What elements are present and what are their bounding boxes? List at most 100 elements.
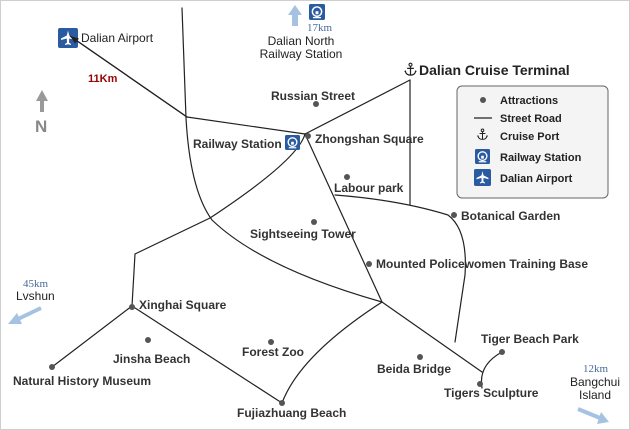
attraction-zhongshan-square[interactable]: Zhongshan Square	[305, 132, 424, 146]
lvshun-label: Lvshun	[16, 289, 55, 303]
attraction-dot	[268, 339, 274, 345]
railway-station-label: Railway Station	[193, 137, 282, 151]
north-station-label-line1: Dalian North	[268, 34, 335, 48]
legend-item-dalian-airport: Dalian Airport	[474, 169, 573, 186]
attraction-dot	[279, 400, 285, 406]
bangchui-island-direction[interactable]: 12km Bangchui Island	[570, 363, 620, 424]
cruise-terminal-label: Dalian Cruise Terminal	[419, 62, 570, 78]
attraction-label: Sightseeing Tower	[250, 227, 356, 241]
railway-station[interactable]: Railway Station	[193, 135, 300, 151]
attraction-labour-park[interactable]: Labour park	[334, 174, 404, 195]
bangchui-label-line1: Bangchui	[570, 375, 620, 389]
railway-station-icon	[475, 149, 490, 164]
attraction-dot	[145, 337, 151, 343]
attraction-dot	[49, 364, 55, 370]
attraction-dot	[129, 304, 135, 310]
bangchui-arrow-icon	[577, 407, 609, 424]
north-station-distance: 17km	[307, 22, 333, 34]
attraction-label: Russian Street	[271, 89, 355, 103]
road-zhongshan-railway	[186, 116, 306, 135]
attraction-jinsha-beach[interactable]: Jinsha Beach	[113, 337, 190, 366]
attraction-label: Tiger Beach Park	[481, 332, 579, 346]
attraction-sightseeing-tower[interactable]: Sightseeing Tower	[250, 219, 356, 241]
attraction-xinghai-square[interactable]: Xinghai Square	[129, 298, 227, 312]
attraction-label: Botanical Garden	[461, 209, 560, 223]
attraction-beida-bridge[interactable]: Beida Bridge	[377, 354, 451, 376]
attraction-dot	[366, 261, 372, 267]
attractions: Russian Street Zhongshan Square Labour p…	[13, 89, 588, 420]
attraction-russian-street[interactable]: Russian Street	[271, 89, 355, 107]
attraction-dot	[344, 174, 350, 180]
road-xinghai-natural	[51, 305, 133, 368]
attraction-dot	[417, 354, 423, 360]
attraction-tigers-sculpture[interactable]: Tigers Sculpture	[444, 381, 539, 400]
attraction-dot	[451, 212, 457, 218]
attraction-label: Zhongshan Square	[315, 132, 424, 146]
attraction-label: Beida Bridge	[377, 362, 451, 376]
dalian-north-railway-station[interactable]: 17km Dalian North Railway Station	[260, 4, 343, 61]
road-center-tigers	[381, 301, 483, 373]
north-station-label-line2: Railway Station	[260, 47, 343, 61]
road-tigerbeach-tigers	[480, 351, 503, 389]
attraction-label: Mounted Policewomen Training Base	[376, 257, 588, 271]
legend-item-attractions: Attractions	[480, 95, 558, 107]
road-zhongshan-south	[304, 133, 383, 303]
north-label: N	[35, 117, 47, 136]
airplane-icon	[474, 169, 491, 186]
attraction-mounted-policewomen[interactable]: Mounted Policewomen Training Base	[366, 257, 588, 271]
attraction-fujiazhuang-beach[interactable]: Fujiazhuang Beach	[237, 400, 346, 420]
legend-label: Cruise Port	[500, 131, 560, 143]
attraction-label: Tigers Sculpture	[444, 386, 539, 400]
north-compass: N	[35, 90, 48, 136]
north-arrow-icon	[36, 90, 48, 112]
legend-box	[456, 85, 609, 199]
road-zhongshan-southwest	[131, 133, 306, 307]
dot-icon	[480, 97, 486, 103]
attraction-dot	[305, 133, 311, 139]
attraction-dot	[313, 101, 319, 107]
attraction-label: Jinsha Beach	[113, 352, 190, 366]
lvshun-direction[interactable]: 45km Lvshun	[8, 278, 55, 324]
road-labour-botanical	[334, 194, 466, 343]
attraction-tiger-beach-park[interactable]: Tiger Beach Park	[481, 332, 579, 355]
legend-label: Railway Station	[500, 152, 582, 164]
attraction-dot	[311, 219, 317, 225]
legend-item-street-road: Street Road	[474, 113, 562, 125]
road-cruise-diagonal	[304, 79, 411, 135]
north-direction-arrow-icon	[288, 5, 302, 26]
attraction-label: Fujiazhuang Beach	[237, 406, 346, 420]
airport-direction-arrow-icon	[69, 35, 188, 118]
anchor-icon	[403, 62, 418, 76]
legend-item-cruise-port: Cruise Port	[476, 128, 560, 143]
attraction-botanical-garden[interactable]: Botanical Garden	[451, 209, 560, 223]
legend-label: Street Road	[500, 113, 562, 125]
railway-station-icon	[309, 4, 325, 20]
road-west-vertical	[181, 7, 383, 303]
attraction-label: Labour park	[334, 181, 404, 195]
dalian-airport-marker[interactable]: Dalian Airport 11Km	[58, 28, 188, 118]
legend-item-railway-station: Railway Station	[475, 149, 582, 164]
bangchui-label-line2: Island	[579, 388, 611, 402]
bangchui-distance: 12km	[583, 363, 609, 375]
airport-distance: 11Km	[88, 73, 118, 85]
attraction-label: Natural History Museum	[13, 374, 151, 388]
attraction-label: Xinghai Square	[139, 298, 227, 312]
street-roads	[51, 7, 503, 404]
road-fujiazhuang-center	[281, 301, 383, 404]
attraction-label: Forest Zoo	[242, 345, 304, 359]
lvshun-distance: 45km	[23, 278, 49, 290]
lvshun-arrow-icon	[8, 306, 42, 324]
railway-station-icon	[285, 135, 300, 150]
legend-label: Dalian Airport	[500, 173, 573, 185]
attraction-dot	[477, 381, 483, 387]
attraction-forest-zoo[interactable]: Forest Zoo	[242, 339, 304, 359]
road-xinghai-fujiazhuang	[131, 305, 283, 404]
legend-label: Attractions	[500, 95, 558, 107]
attraction-dot	[499, 349, 505, 355]
attraction-natural-history-museum[interactable]: Natural History Museum	[13, 364, 151, 388]
airport-label: Dalian Airport	[81, 31, 154, 45]
map-legend: Attractions Street Road Cruise Port Rail…	[456, 85, 609, 199]
dalian-cruise-terminal[interactable]: Dalian Cruise Terminal	[403, 62, 570, 78]
